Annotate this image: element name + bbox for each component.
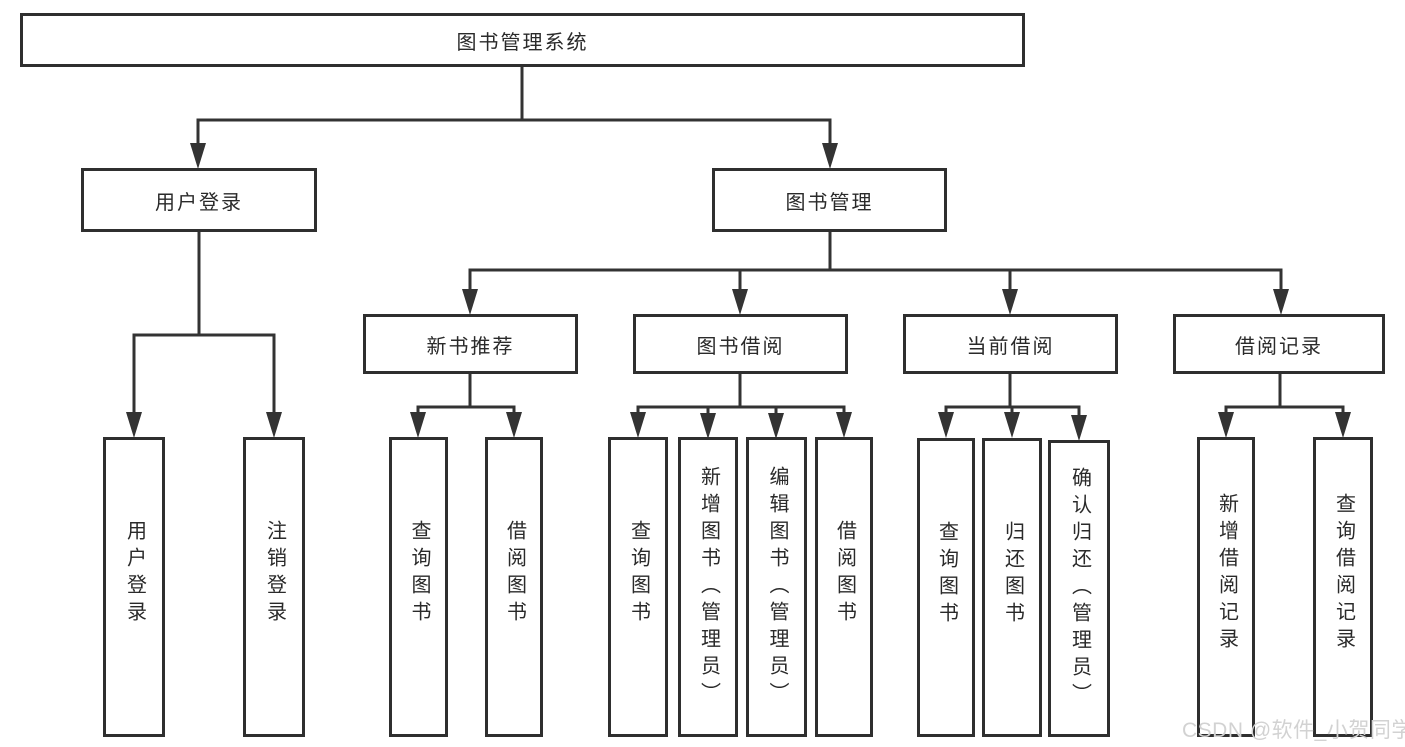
arrow-down-icon [126, 412, 142, 438]
arrow-down-icon [1218, 412, 1234, 438]
leaf-query-books-current: 查询图书 [917, 438, 975, 737]
connector-newbook-to-leaves [416, 374, 516, 416]
connector-records-to-leaves [1224, 374, 1345, 416]
arrow-down-icon [1071, 415, 1087, 441]
leaf-add-books-admin: 新增图书（管理员） [678, 437, 738, 737]
arrow-down-icon [1273, 289, 1289, 315]
leaf-edit-books-admin: 编辑图书（管理员） [746, 437, 807, 737]
leaf-user-login: 用户登录 [103, 437, 165, 737]
node-book-borrowing: 图书借阅 [633, 314, 848, 374]
leaf-label: 查询图书 [408, 520, 430, 628]
leaf-borrow-books: 借阅图书 [815, 437, 873, 737]
node-current-borrowing: 当前借阅 [903, 314, 1118, 374]
node-label: 当前借阅 [966, 335, 1055, 358]
node-borrowing-records: 借阅记录 [1173, 314, 1385, 374]
leaf-query-borrow-record: 查询借阅记录 [1313, 437, 1373, 737]
leaf-add-borrow-record: 新增借阅记录 [1197, 437, 1255, 737]
leaf-label: 归还图书 [1001, 520, 1024, 629]
leaf-label: 编辑图书（管理员） [766, 465, 788, 709]
arrowheads-group [126, 143, 1351, 441]
arrow-down-icon [410, 412, 426, 438]
arrow-down-icon [700, 413, 716, 439]
node-label: 用户登录 [155, 191, 243, 214]
arrow-down-icon [732, 289, 748, 315]
leaf-label: 新增图书（管理员） [697, 465, 720, 709]
node-book-management: 图书管理 [712, 168, 947, 232]
node-label: 借阅记录 [1235, 335, 1323, 358]
arrow-down-icon [506, 412, 522, 438]
arrow-down-icon [768, 413, 784, 439]
node-label: 图书借阅 [696, 335, 785, 358]
arrow-down-icon [630, 412, 646, 438]
leaf-label: 借阅图书 [833, 520, 856, 628]
leaf-label: 查询图书 [627, 520, 650, 628]
leaf-confirm-return-admin: 确认归还（管理员） [1048, 440, 1110, 737]
arrow-down-icon [462, 289, 478, 315]
connector-borrow-to-leaves [636, 374, 846, 416]
node-label: 图书管理 [785, 191, 874, 214]
node-library-system: 图书管理系统 [20, 13, 1025, 67]
node-label: 图书管理系统 [456, 31, 589, 54]
leaf-borrow-books-recommend: 借阅图书 [485, 437, 543, 737]
connector-root-to-level2 [196, 67, 832, 146]
arrow-down-icon [266, 412, 282, 438]
leaf-return-books: 归还图书 [982, 438, 1042, 737]
node-user-login: 用户登录 [81, 168, 317, 232]
arrow-down-icon [822, 143, 838, 169]
connector-current-to-leaves [944, 374, 1081, 418]
connector-bookmgmt-to-level3 [468, 232, 1283, 291]
arrow-down-icon [1002, 289, 1018, 315]
leaf-label: 查询图书 [935, 520, 958, 629]
arrow-down-icon [1004, 412, 1020, 438]
node-new-book-recommend: 新书推荐 [363, 314, 578, 374]
csdn-watermark: CSDN @软件_小贺同学 [1182, 719, 1405, 742]
arrow-down-icon [836, 412, 852, 438]
leaf-label: 借阅图书 [503, 520, 526, 628]
node-label: 新书推荐 [426, 335, 515, 358]
leaf-query-books-recommend: 查询图书 [389, 437, 448, 737]
leaf-label: 确认归还（管理员） [1068, 467, 1091, 710]
arrow-down-icon [1335, 412, 1351, 438]
leaf-label: 查询借阅记录 [1332, 493, 1355, 655]
arrow-down-icon [190, 143, 206, 169]
leaf-label: 注销登录 [263, 520, 286, 628]
leaf-logout: 注销登录 [243, 437, 305, 737]
leaf-query-books-borrowing: 查询图书 [608, 437, 668, 737]
connector-userlogin-to-leaves [132, 232, 276, 414]
leaf-label: 用户登录 [123, 520, 146, 628]
leaf-label: 新增借阅记录 [1215, 493, 1238, 655]
arrow-down-icon [938, 412, 954, 438]
